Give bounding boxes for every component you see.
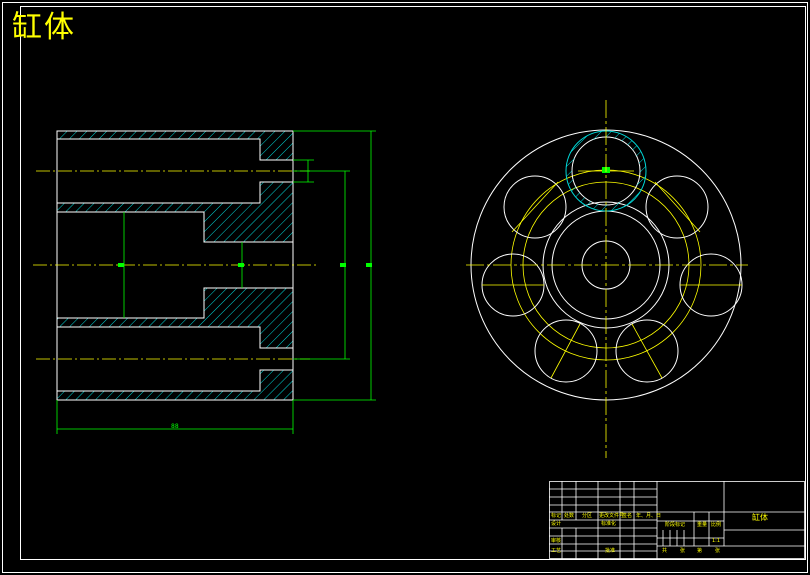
section-dimensions (56, 130, 376, 434)
tb-scale-value: 1:1 (712, 538, 721, 544)
tb-sheet-word-1: 张 (680, 548, 686, 554)
section-centerlines (33, 170, 318, 360)
end-view (466, 100, 748, 458)
inner-border (20, 6, 806, 560)
tb-mark: 标记 (551, 513, 562, 519)
tb-sheet-word-2: 张 (715, 548, 721, 554)
tb-count: 处数 (564, 513, 575, 519)
tb-check: 审核 (551, 538, 562, 544)
dimension-label-length: 88 (171, 423, 179, 430)
drawing-title: 缸体 (12, 10, 76, 45)
section-view (33, 130, 376, 434)
tb-sheets-total: 共 (662, 548, 668, 554)
tb-stage-mark: 阶段标记 (665, 522, 686, 528)
tb-change-doc: 更改文件号 (599, 513, 625, 519)
end-view-centerlines (466, 100, 748, 458)
tb-standardize: 标准化 (601, 521, 617, 527)
section-hatch (57, 131, 293, 400)
tb-design: 设计 (551, 521, 562, 527)
bore-guides (482, 181, 742, 379)
tb-approve: 批准 (605, 548, 616, 554)
tb-date: 年、月、日 (636, 513, 662, 519)
dimension-arrow-marks (118, 263, 372, 267)
title-block-grid (549, 481, 805, 559)
tb-weight: 重量 (697, 522, 708, 528)
tb-process: 工艺 (551, 548, 562, 554)
tb-part-name: 缸体 (752, 513, 768, 522)
tb-scale: 比例 (711, 522, 722, 528)
section-outline (56, 130, 294, 401)
tb-signature: 签名 (622, 513, 633, 519)
tb-sheet-no: 第 (697, 548, 703, 554)
tb-zone: 分区 (582, 513, 593, 519)
